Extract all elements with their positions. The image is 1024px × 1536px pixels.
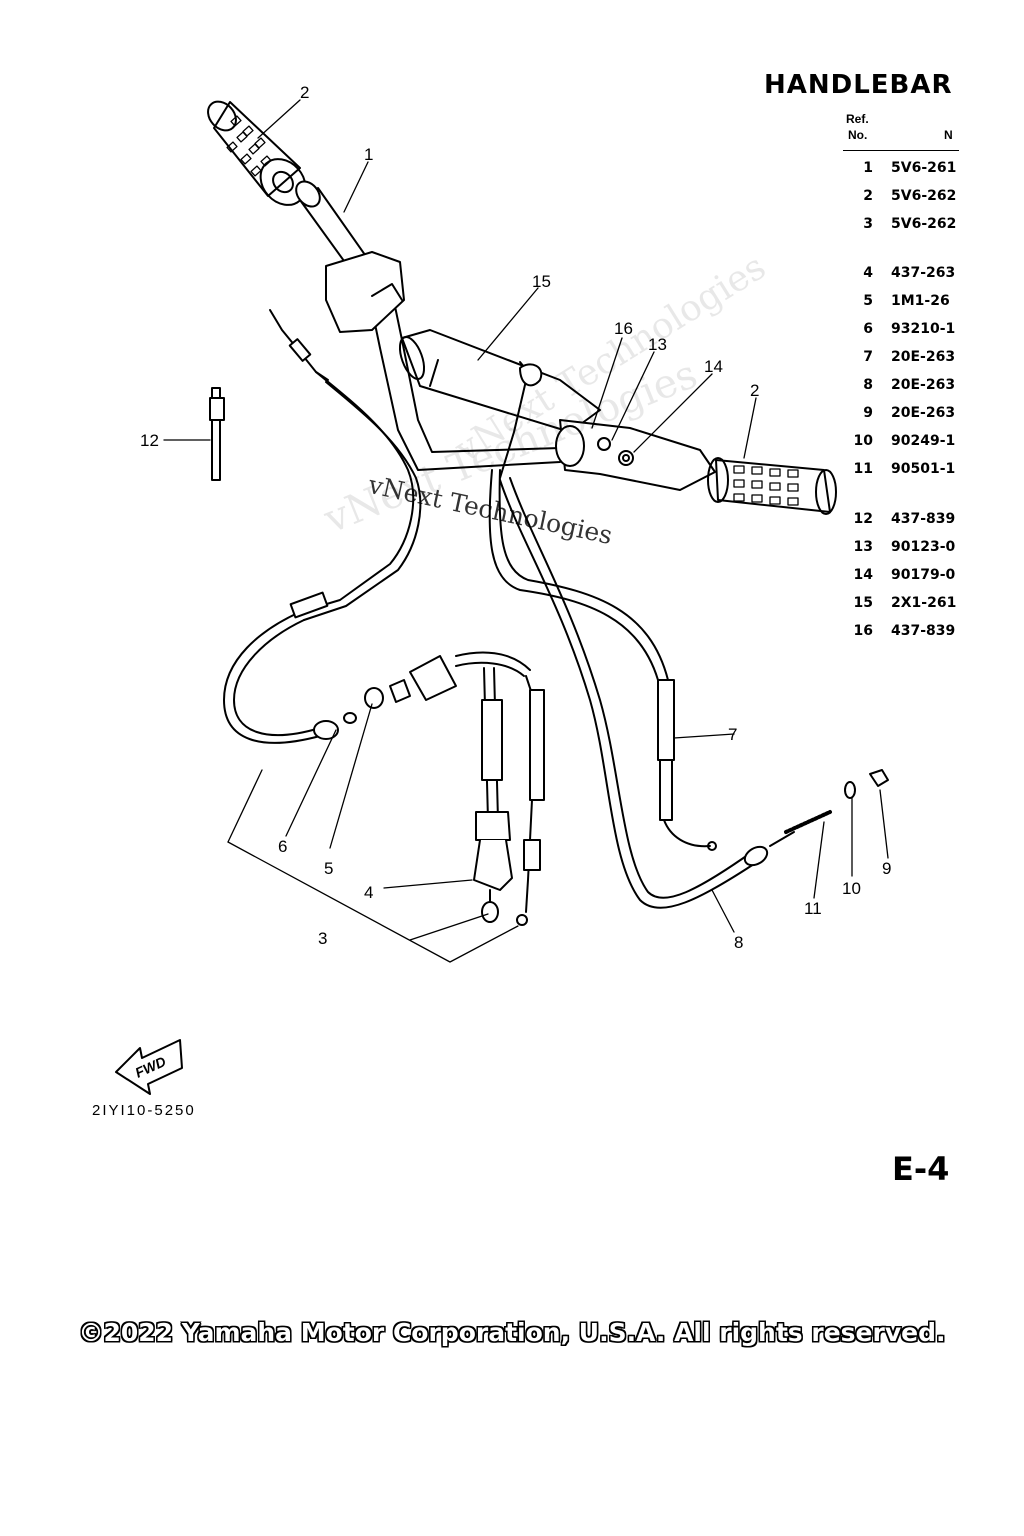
right-grip [707,457,837,515]
parts-ref-no: 16 [853,623,873,639]
parts-part-no: 2X1-261 [891,595,957,611]
handlebar-pad [398,329,601,433]
callout-3: 3 [318,929,327,948]
parts-part-no: 90179-0 [891,567,956,583]
parts-ref-no: 1 [863,160,873,176]
fwd-arrow-icon [115,1039,183,1095]
copyright-notice: ©2022 Yamaha Motor Corporation, U.S.A. A… [78,1318,946,1347]
parts-part-no: 90123-0 [891,539,956,555]
callout-8: 8 [734,933,743,952]
parts-part-no: 20E-263 [891,349,956,365]
parts-ref-no: 6 [863,321,873,337]
throttle-cable-assembly [364,651,545,926]
parts-ref-no: 7 [863,349,873,365]
long-cable [499,477,889,909]
callout-15-pad: 15 [532,272,551,291]
parts-part-no: 437-839 [891,511,956,527]
parts-list: 1 5V6-261 2 5V6-262 3 5V6-262 4 437-263 5 1M1-26 6… [843,160,959,660]
table-header-no: No. [848,128,868,142]
parts-ref-no: 12 [853,511,873,527]
callout-14: 14 [704,357,723,376]
parts-part-no: 20E-263 [891,377,956,393]
callout-2-right-grip: 2 [750,381,759,400]
parts-ref-no: 14 [853,567,873,583]
table-header-rule [843,150,959,151]
callout-10: 10 [842,879,861,898]
parts-ref-no: 3 [863,216,873,232]
parts-ref-no: 4 [863,265,873,281]
callout-leaders [163,99,889,963]
callout-4: 4 [364,883,373,902]
parts-part-no: 20E-263 [891,405,956,421]
parts-ref-no: 5 [863,293,873,309]
parts-ref-no: 15 [853,595,873,611]
callout-2-left-grip: 2 [300,83,309,102]
table-header-part: N [944,128,953,142]
parts-part-no: 437-263 [891,265,956,281]
parts-ref-no: 2 [863,188,873,204]
callout-16: 16 [614,319,633,338]
parts-part-no: 90249-1 [891,433,956,449]
table-header-ref: Ref. [846,112,869,126]
parts-ref-no: 11 [853,461,873,477]
throttle-housing [499,361,716,491]
callout-6: 6 [278,837,287,856]
parts-ref-no: 8 [863,377,873,393]
page-title: HANDLEBAR [764,70,953,100]
parts-ref-no: 10 [853,433,873,449]
callout-7: 7 [728,725,737,744]
diagram-code: 2IYI10-5250 [92,1102,196,1119]
parts-part-no: 437-839 [891,623,956,639]
parts-part-no: 90501-1 [891,461,956,477]
callout-12: 12 [140,431,159,450]
parts-part-no: 93210-1 [891,321,956,337]
callout-13: 13 [648,335,667,354]
parts-part-no: 5V6-262 [891,188,957,204]
cable-clamp [209,387,225,481]
parts-part-no: 5V6-262 [891,216,957,232]
clutch-cable [223,309,422,744]
handlebar-tube [295,180,601,471]
parts-ref-no: 13 [853,539,873,555]
callout-5: 5 [324,859,333,878]
parts-part-no: 1M1-26 [891,293,950,309]
callout-1-handlebar: 1 [364,145,373,164]
page-number: E-4 [892,1150,950,1188]
brake-cable [488,469,717,851]
parts-ref-no: 9 [863,405,873,421]
callout-9: 9 [882,859,891,878]
callout-11: 11 [804,899,822,918]
callout-numbers: 2 1 15 16 13 14 2 12 7 8 11 10 9 6 5 4 3 [140,83,891,952]
parts-part-no: 5V6-261 [891,160,957,176]
